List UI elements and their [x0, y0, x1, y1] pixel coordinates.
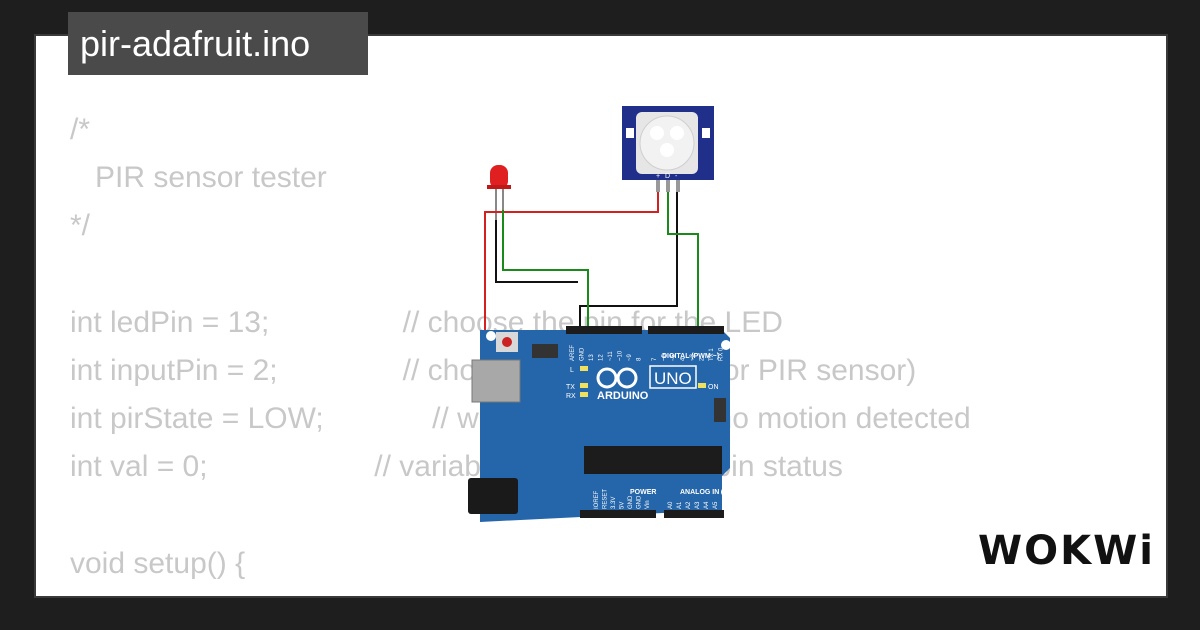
pin-label: 5V: [620, 502, 626, 509]
code-line: void setup() {: [70, 546, 246, 580]
model-frame: [649, 365, 697, 389]
arduino-logo: [596, 367, 638, 389]
led-rim: [487, 185, 511, 189]
code-line: */: [70, 209, 91, 243]
icsp-header: [532, 344, 558, 358]
pin-label: ~9: [627, 353, 633, 361]
analog-header: [664, 510, 724, 518]
logo-ring: [616, 367, 638, 389]
icsp-header-2: [714, 398, 726, 422]
code-listing: /* PIR sensor tester*/int ledPin = 13; /…: [70, 106, 971, 596]
pin-label: 2: [700, 357, 706, 361]
pir-dome-highlight: [650, 126, 664, 140]
pir-pin: [666, 180, 670, 192]
pin-label: A5: [713, 501, 719, 509]
arduino-brand: ARDUINO: [597, 390, 649, 402]
file-title: pir-adafruit.ino: [68, 12, 368, 75]
pin-label: Vin: [645, 500, 651, 509]
status-led: [580, 366, 588, 371]
pir-dome-highlight: [660, 143, 674, 157]
pir-pin-label: -: [675, 173, 678, 180]
pin-label: GND: [628, 495, 634, 509]
pin-label: GND: [580, 347, 586, 361]
pir-mount-hole-left: [626, 128, 634, 138]
pin-label: A4: [704, 501, 710, 509]
status-led: [580, 392, 588, 397]
arduino-model: UNO: [654, 369, 692, 388]
pir-pin-label: +: [656, 173, 660, 180]
pin-label: 4: [681, 357, 687, 361]
l-led-label: L: [570, 367, 574, 374]
logo-ring: [596, 367, 618, 389]
mount-hole: [721, 340, 731, 350]
reset-button-cap: [502, 337, 512, 347]
pir-dome-highlight: [670, 126, 684, 140]
pir-pin: [676, 180, 680, 192]
pin-label: AREF: [570, 345, 576, 361]
pin-label: ~10: [618, 350, 624, 361]
mount-hole: [486, 331, 496, 341]
on-label: ON: [708, 384, 719, 391]
code-line: PIR sensor tester: [70, 161, 327, 195]
mount-hole: [721, 487, 731, 497]
pin-label: GND: [637, 495, 643, 509]
power-label: POWER: [630, 489, 656, 496]
tx-label: TX: [566, 384, 575, 391]
pin-label: RESET: [603, 489, 609, 509]
pin-label: IOREF: [594, 490, 600, 509]
rx-label: RX: [566, 393, 576, 400]
atmega-chip: [584, 446, 722, 474]
pin-label: ~3: [690, 353, 696, 361]
pin-label: 8: [637, 357, 643, 361]
pin-label: TX 1: [709, 348, 715, 361]
pin-label: 13: [589, 354, 595, 361]
pin-label: 12: [599, 354, 605, 361]
pin-label: ~5: [671, 353, 677, 361]
led[interactable]: [487, 165, 511, 220]
power-header: [580, 510, 656, 518]
pin-label: ~6: [662, 353, 668, 361]
pin-label: 3.3V: [611, 497, 617, 509]
pin-label: A1: [677, 501, 683, 509]
digital-header-right: [648, 326, 724, 334]
pin-label: A3: [695, 501, 701, 509]
usb-port: [471, 359, 521, 403]
status-led: [580, 383, 588, 388]
digital-label: DIGITAL (PWM ~): [662, 353, 719, 360]
code-line: pinMode(ledPin, OUTPUT); // declare LED …: [70, 588, 971, 596]
pin-label: A2: [686, 501, 692, 509]
pin-label: RX 0: [719, 347, 725, 361]
pir-pin: [656, 180, 660, 192]
wire-pir-out[interactable]: [667, 192, 699, 340]
status-led: [698, 383, 706, 388]
wire-led-cathode[interactable]: [495, 220, 578, 283]
led-body: [490, 165, 508, 189]
pir-mount-hole-right: [702, 128, 710, 138]
wire-led-anode[interactable]: [502, 210, 589, 340]
pin-label: 7: [652, 357, 658, 361]
code-line: /*: [70, 113, 91, 146]
analog-label: ANALOG IN: [680, 489, 719, 496]
digital-header-left: [566, 326, 642, 334]
pir-pin-label: D: [665, 173, 670, 180]
pin-label: ~11: [608, 351, 614, 361]
power-jack: [468, 478, 518, 514]
wire-pir-gnd[interactable]: [579, 192, 678, 340]
wokwi-logo: WOKWi: [978, 528, 1155, 574]
pin-label: A0: [668, 501, 674, 509]
pir-sensor[interactable]: + D -: [622, 106, 714, 192]
